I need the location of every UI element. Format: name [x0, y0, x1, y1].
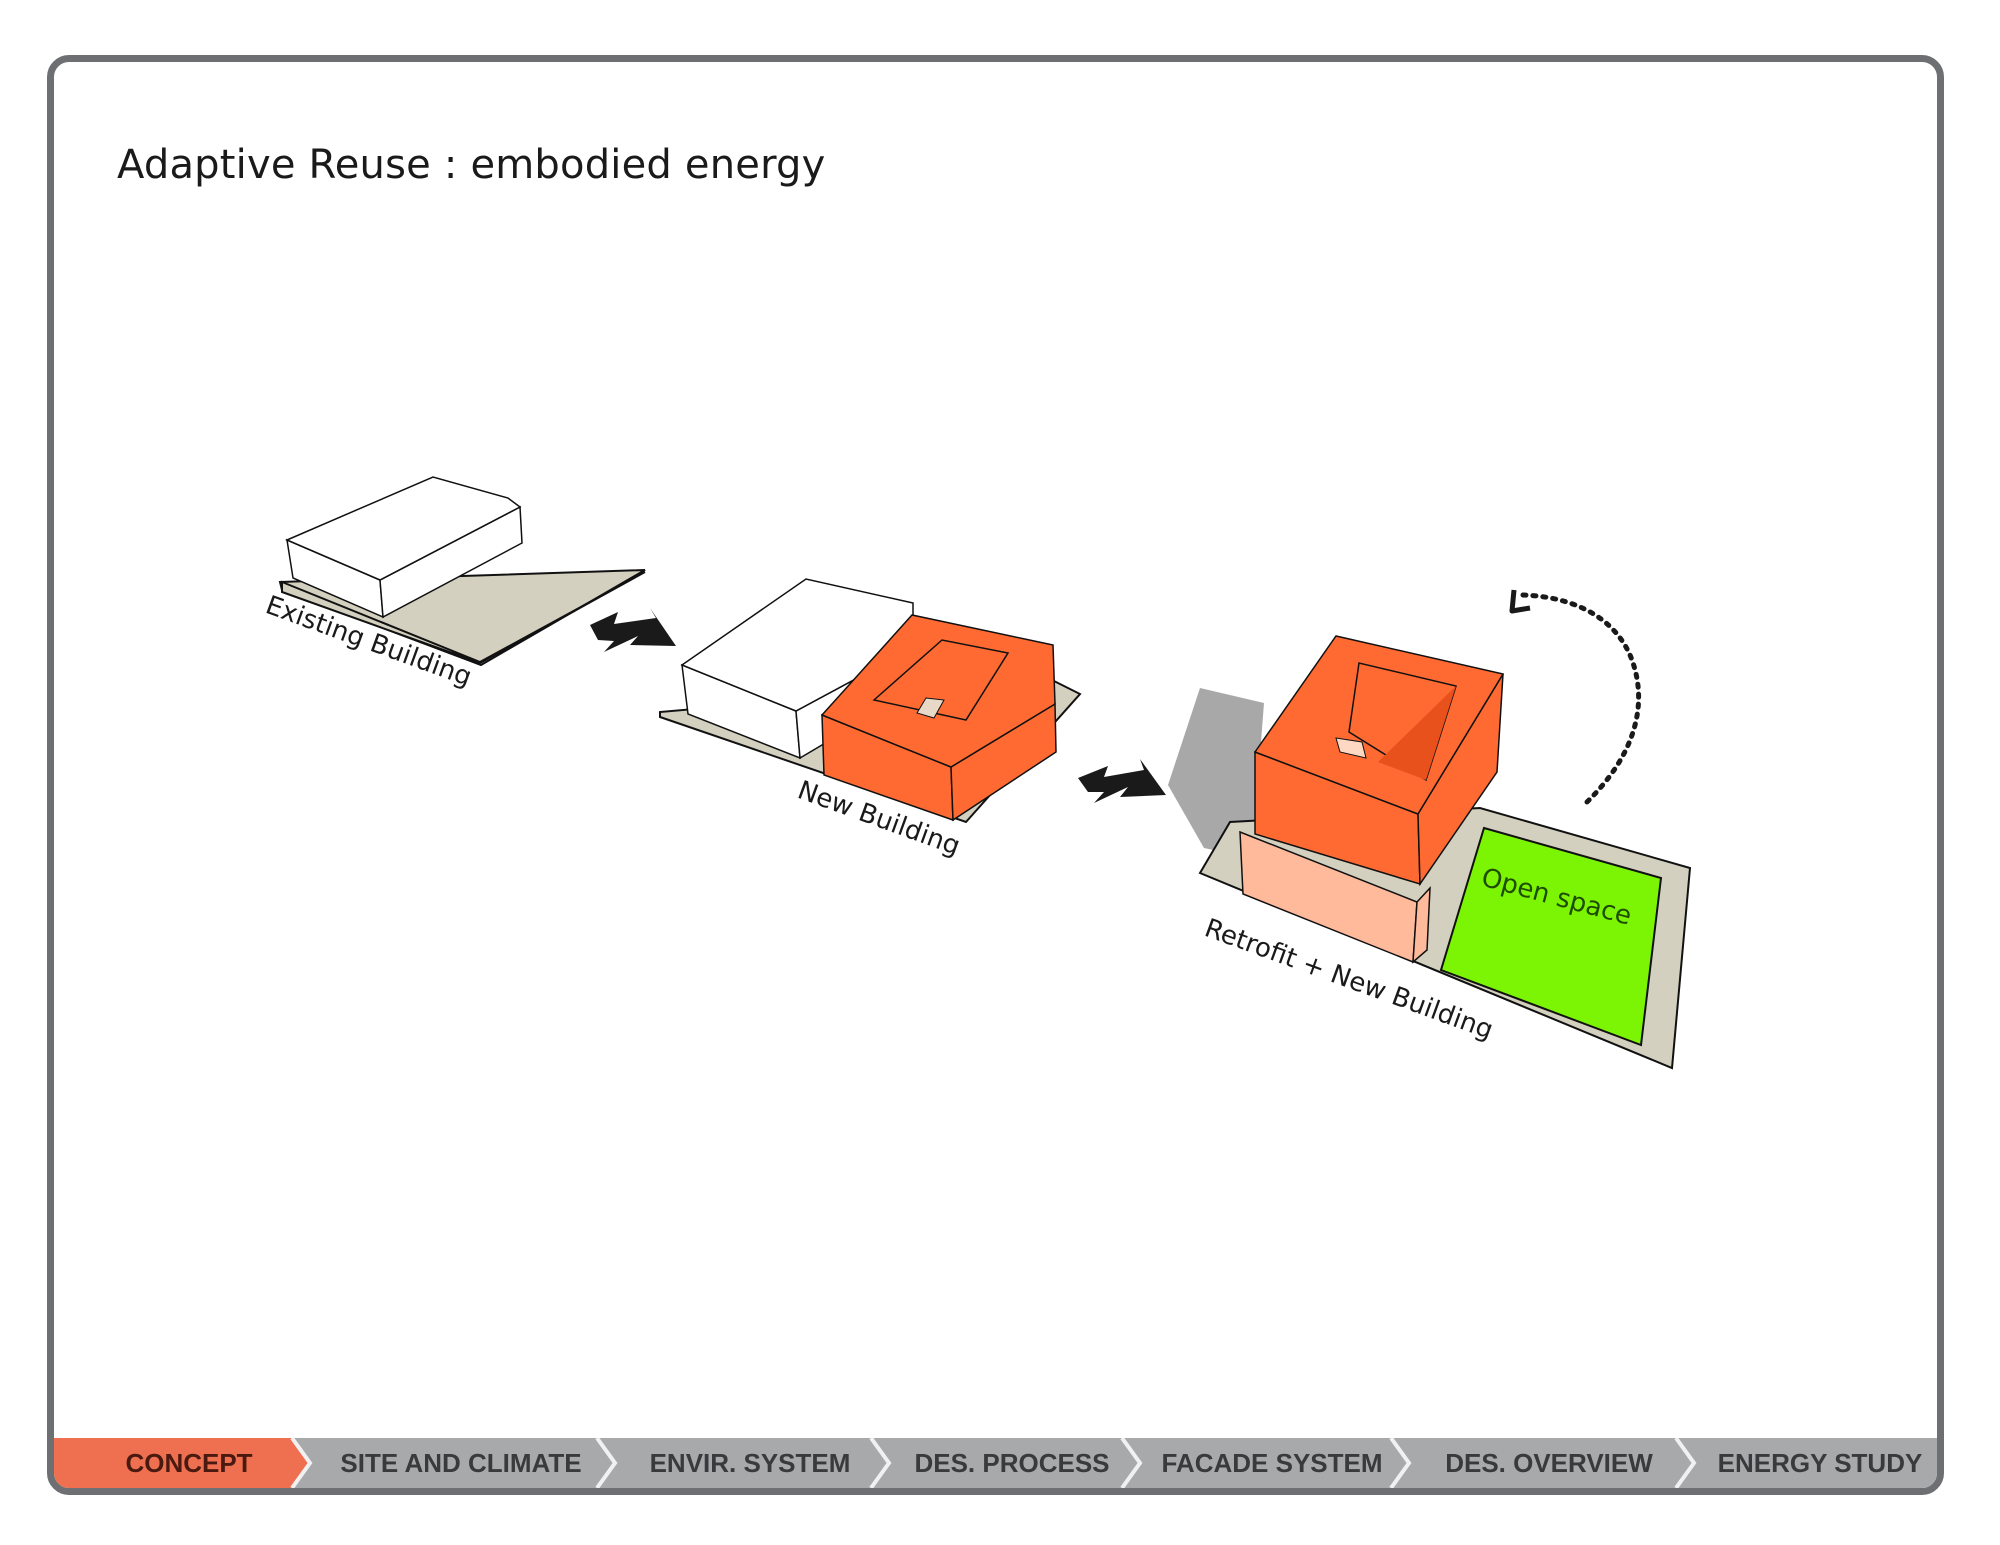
existing-building-roof	[285, 476, 522, 581]
tab-des-overview[interactable]: DES. OVERVIEW	[1445, 1448, 1653, 1478]
slide-frame: CONCEPT SITE AND CLIMATE ENVIR. SYSTEM D…	[47, 55, 1944, 1495]
tab-des-process[interactable]: DES. PROCESS	[914, 1448, 1110, 1478]
nav-separator	[869, 1438, 892, 1488]
stage-existing-building: Existing Building	[262, 476, 646, 693]
rotate-arrow-head	[1509, 589, 1531, 614]
stage-retrofit-new-building: Open space Retrofit + New Building	[1168, 635, 1692, 1070]
retrofit-existing-front-right	[1412, 885, 1431, 964]
tab-site-and-climate[interactable]: SITE AND CLIMATE	[340, 1448, 582, 1478]
nav-separator	[595, 1438, 618, 1488]
stage-new-building: New Building	[659, 578, 1082, 862]
nav-separator	[1389, 1438, 1412, 1488]
nav-active-highlight	[54, 1438, 312, 1488]
page-title: Adaptive Reuse : embodied energy	[117, 142, 826, 188]
building-shadow	[1168, 688, 1264, 858]
tab-envir-system[interactable]: ENVIR. SYSTEM	[649, 1448, 851, 1478]
arrow-right-icon	[590, 608, 676, 652]
nav-chevrons	[54, 1438, 1697, 1488]
open-space-area	[1439, 826, 1663, 1047]
retrofit-courtyard-floor	[1335, 737, 1367, 759]
retrofit-courtyard-shadow	[1378, 686, 1456, 780]
rotate-arrow-path	[1520, 592, 1642, 805]
tab-energy-study[interactable]: ENERGY STUDY	[1717, 1448, 1923, 1478]
section-nav-bar: CONCEPT SITE AND CLIMATE ENVIR. SYSTEM D…	[54, 1438, 1937, 1488]
new-building-courtyard-floor	[916, 697, 945, 719]
tab-concept[interactable]: CONCEPT	[125, 1448, 253, 1478]
existing-site-base	[281, 571, 646, 665]
nav-separator	[290, 1438, 313, 1488]
dotted-rotate-arrow-icon	[1509, 589, 1642, 805]
nav-separator	[1674, 1438, 1697, 1488]
nav-separator	[1120, 1438, 1143, 1488]
tab-facade-system[interactable]: FACADE SYSTEM	[1161, 1448, 1383, 1478]
arrow-right-icon	[1078, 759, 1166, 803]
